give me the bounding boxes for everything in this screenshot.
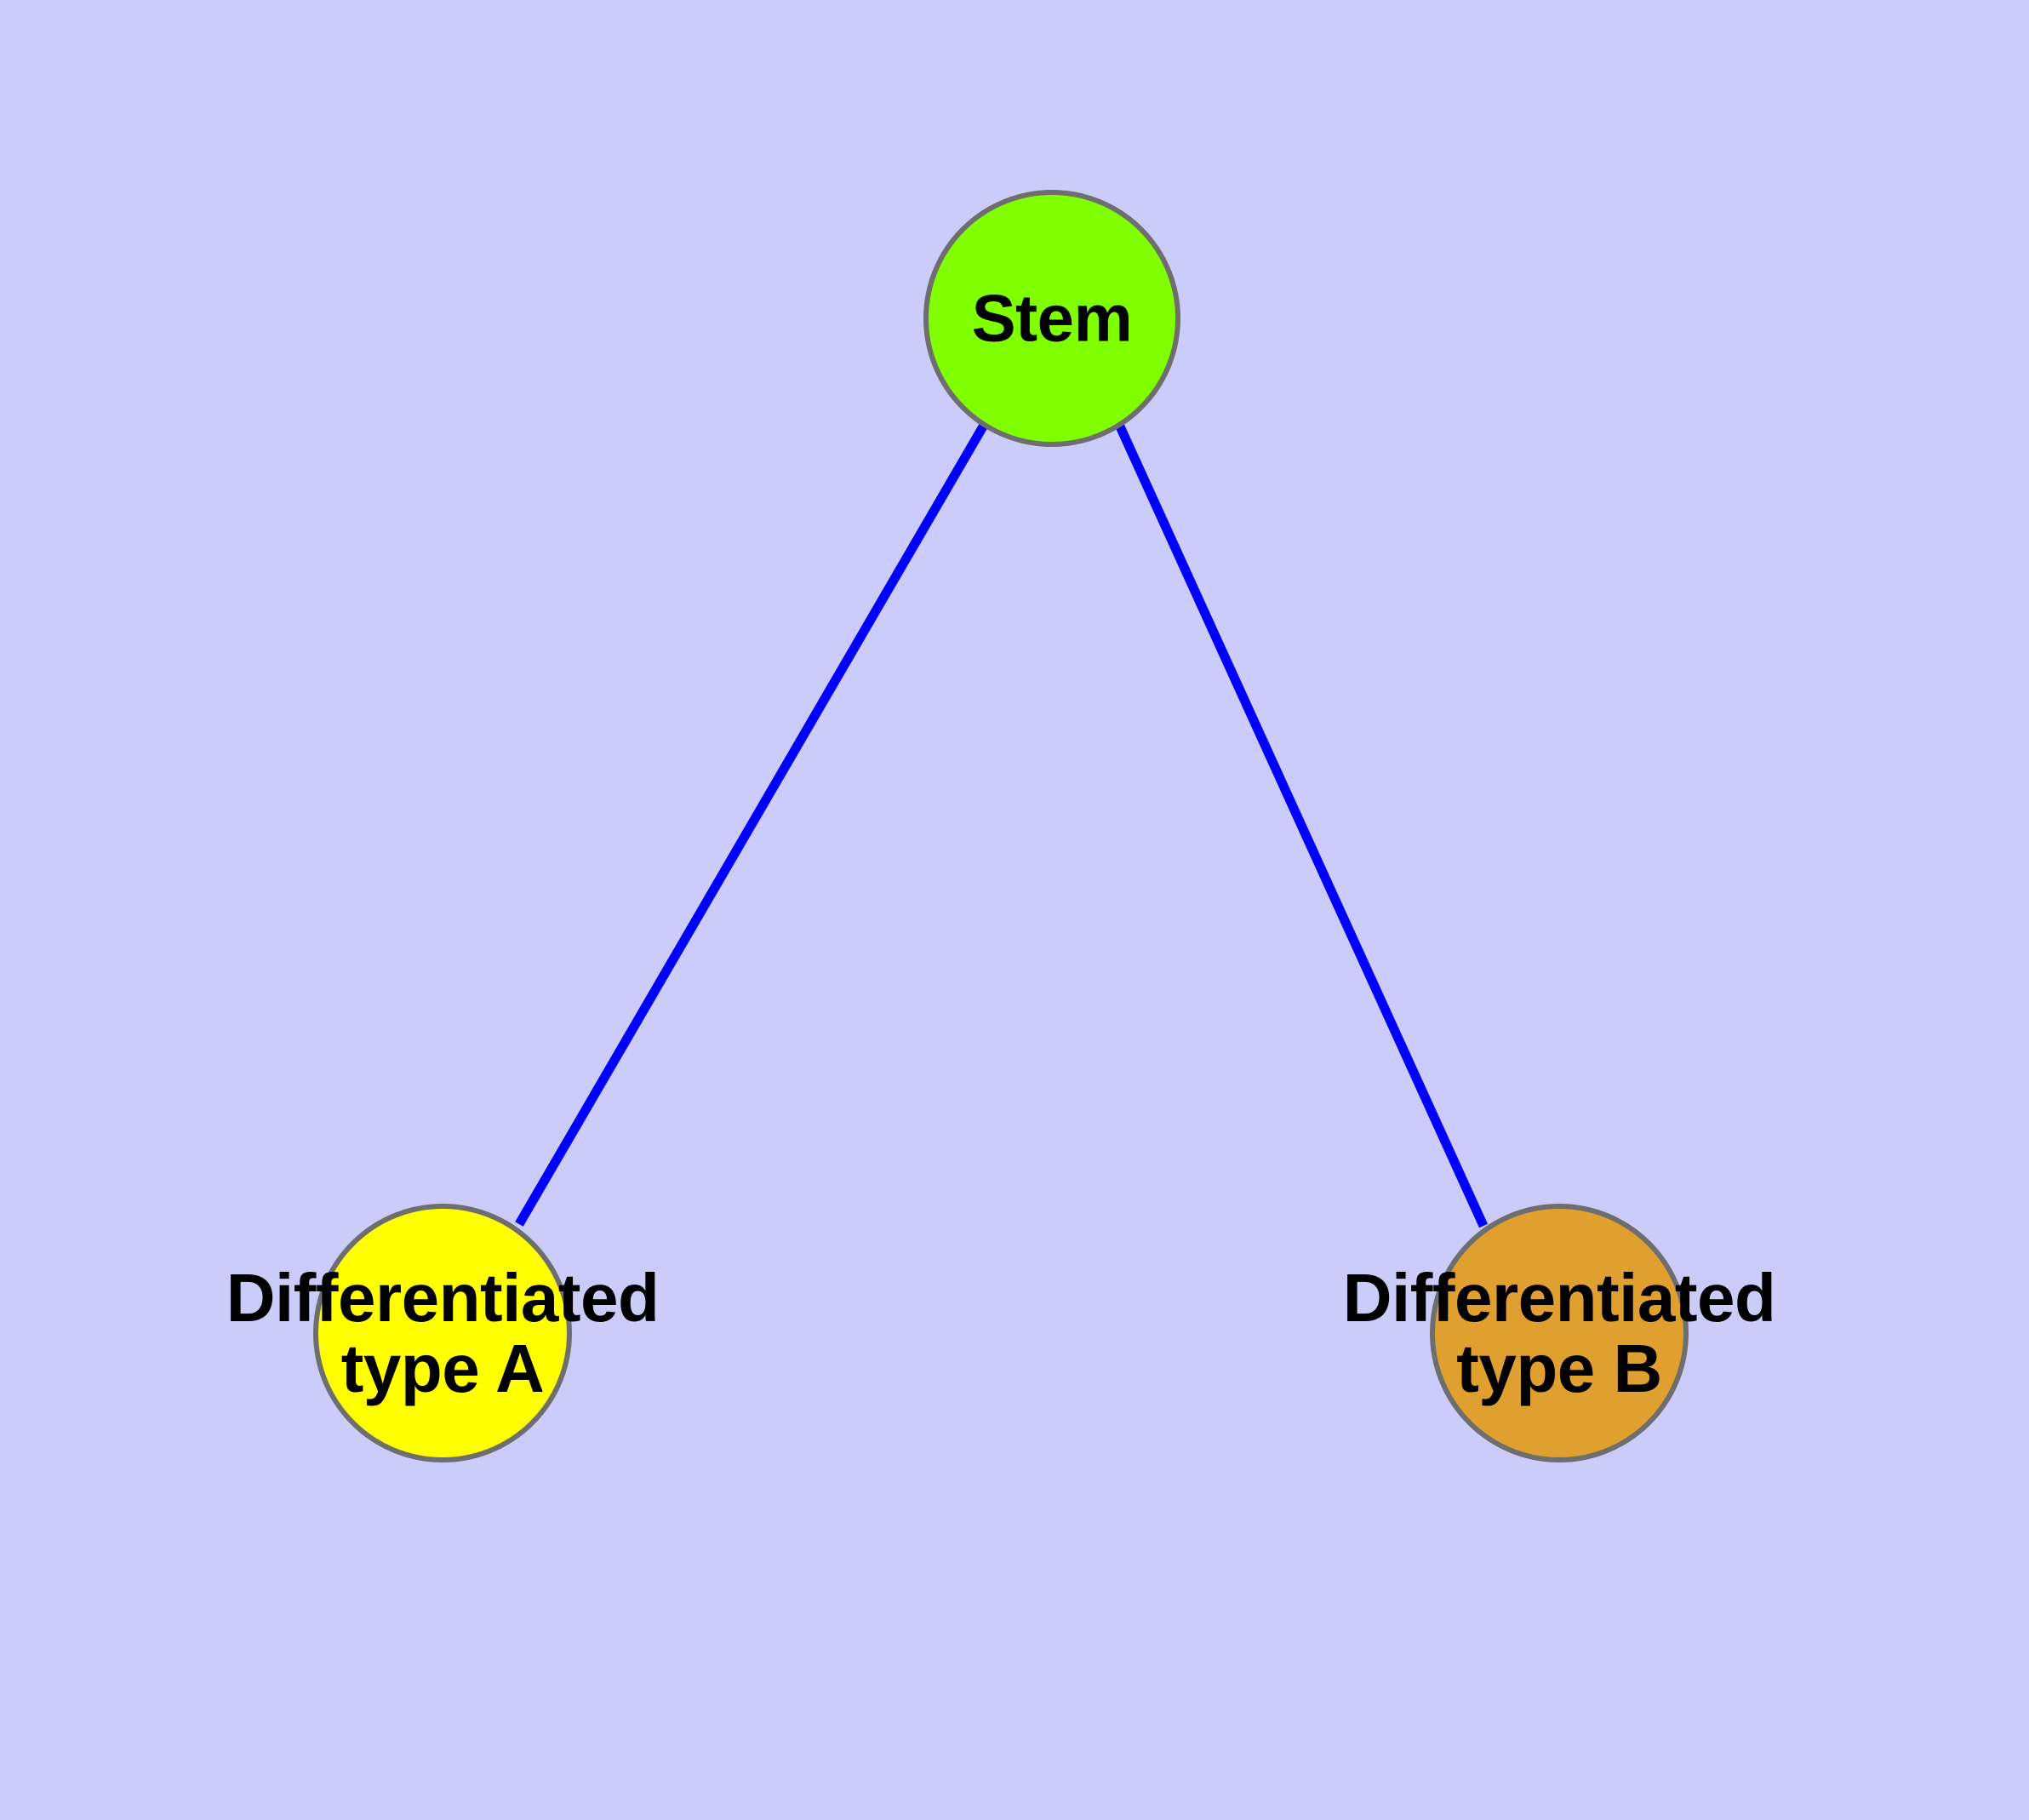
edge-stem-to-diff-a[interactable]: [515, 424, 987, 1227]
node-stem[interactable]: [923, 190, 1180, 447]
node-differentiated-type-b[interactable]: [1430, 1204, 1689, 1462]
edge-stem-to-diff-b[interactable]: [1115, 424, 1489, 1228]
node-differentiated-type-a[interactable]: [313, 1204, 572, 1462]
